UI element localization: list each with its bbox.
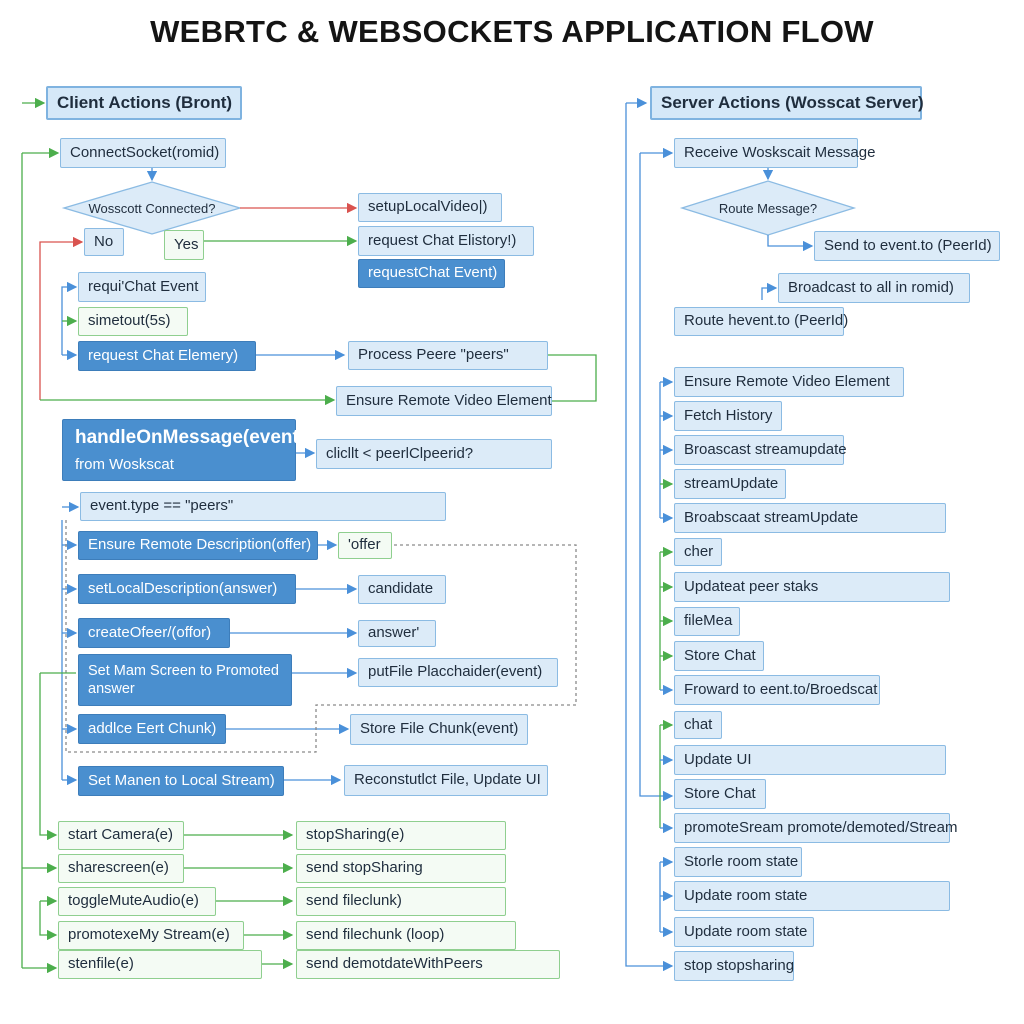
create-offer-node[interactable]: createOfeer/(offor)	[78, 618, 230, 648]
server-item-2[interactable]: Fetch History	[674, 401, 782, 431]
action-left-2[interactable]: sharescreen(e)	[58, 854, 184, 883]
request-chat-history-node[interactable]: request Chat Elistory!)	[358, 226, 534, 256]
server-item-3[interactable]: Broascast streamupdate	[674, 435, 847, 465]
send-to-peer-node[interactable]: Send to event.to (PeerId)	[814, 231, 1000, 261]
server-decision-diamond	[679, 180, 857, 236]
server-item-15[interactable]: Storle room state	[674, 847, 802, 877]
receive-message-node[interactable]: Receive Woskscait Message	[674, 138, 875, 168]
timeout-node[interactable]: simetout(5s)	[78, 307, 188, 336]
set-main-screen-node[interactable]: Set Mam Screen to Promoted answer	[78, 654, 292, 706]
server-decision-label[interactable]: Route Message?	[718, 200, 818, 216]
page-title: WEBRTC & WEBSOCKETS APPLICATION FLOW	[150, 14, 874, 49]
connect-socket-node[interactable]: ConnectSocket(romid)	[60, 138, 226, 168]
setup-local-video-node[interactable]: setupLocalVideo|)	[358, 193, 502, 222]
ensure-remote-description-node[interactable]: Ensure Remote Description(offer)	[78, 531, 318, 560]
server-item-13[interactable]: Store Chat	[674, 779, 766, 809]
server-item-10[interactable]: Froward to eent.to/Broedscat	[674, 675, 880, 705]
ensure-remote-video-node[interactable]: Ensure Remote Video Element	[336, 386, 552, 416]
action-right-1[interactable]: stopSharing(e)	[296, 821, 506, 850]
reconstruct-file-node[interactable]: Reconstutlct File, Update UI	[344, 765, 548, 796]
handle-on-message-title: handleOnMessage(event)	[75, 426, 306, 448]
request-chat-element-node[interactable]: request Chat Elemery)	[78, 341, 256, 371]
server-item-9[interactable]: Store Chat	[674, 641, 764, 671]
action-left-4[interactable]: promotexeMy Stream(e)	[58, 921, 244, 950]
handle-on-message-node[interactable]: handleOnMessage(event) from Woskscat	[62, 419, 306, 481]
server-item-1[interactable]: Ensure Remote Video Element	[674, 367, 904, 397]
action-left-5[interactable]: stenfile(e)	[58, 950, 262, 979]
no-branch-label: No	[84, 228, 124, 256]
client-actions-header: Client Actions (Bront)	[46, 86, 242, 120]
server-actions-header: Server Actions (Wosscat Server)	[650, 86, 924, 120]
server-item-18[interactable]: stop stopsharing	[674, 951, 794, 981]
server-item-16[interactable]: Update room state	[674, 881, 950, 911]
server-item-14[interactable]: promoteSream promote/demoted/Stream	[674, 813, 957, 843]
set-local-stream-node[interactable]: Set Manen to Local Stream)	[78, 766, 284, 796]
action-right-2[interactable]: send stopSharing	[296, 854, 506, 883]
action-right-3[interactable]: send fileclunk)	[296, 887, 506, 916]
action-right-5[interactable]: send demotdateWithPeers	[296, 950, 560, 979]
store-file-chunk-node[interactable]: Store File Chunk(event)	[350, 714, 528, 745]
server-item-17[interactable]: Update room state	[674, 917, 814, 947]
server-item-11[interactable]: chat	[674, 711, 722, 739]
answer-node[interactable]: answer'	[358, 620, 436, 647]
process-peers-node[interactable]: Process Peere "peers"	[348, 341, 548, 370]
candidate-node[interactable]: candidate	[358, 575, 446, 604]
client-peer-check-node[interactable]: clicllt < peerlClpeerid?	[316, 439, 552, 469]
request-chat-event-item[interactable]: requi'Chat Event	[78, 272, 206, 302]
put-file-placeholder-node[interactable]: putFile Placchaider(event)	[358, 658, 558, 687]
server-item-12[interactable]: Update UI	[674, 745, 946, 775]
event-type-node[interactable]: event.type == "peers"	[80, 492, 446, 521]
route-event-node[interactable]: Route hevent.to (PeerId)	[674, 307, 848, 336]
add-file-chunk-node[interactable]: addlce Eert Chunk)	[78, 714, 226, 744]
set-local-description-node[interactable]: setLocalDescription(answer)	[78, 574, 296, 604]
client-decision-label[interactable]: Wosscott Connected?	[88, 200, 216, 216]
offer-node[interactable]: 'offer	[338, 532, 392, 559]
request-chat-event-node[interactable]: requestChat Event)	[358, 259, 505, 288]
action-right-4[interactable]: send filechunk (loop)	[296, 921, 516, 950]
server-item-5[interactable]: Broabscaat streamUpdate	[674, 503, 946, 533]
broadcast-all-node[interactable]: Broadcast to all in romid)	[778, 273, 970, 303]
server-item-6[interactable]: cher	[674, 538, 722, 566]
handle-on-message-subtitle: from Woskscat	[75, 455, 174, 473]
server-item-4[interactable]: streamUpdate	[674, 469, 786, 499]
server-item-7[interactable]: Updateat peer staks	[674, 572, 950, 602]
action-left-1[interactable]: start Camera(e)	[58, 821, 184, 850]
yes-branch-label: Yes	[164, 230, 204, 260]
server-item-8[interactable]: fileMea	[674, 607, 740, 636]
action-left-3[interactable]: toggleMuteAudio(e)	[58, 887, 216, 916]
